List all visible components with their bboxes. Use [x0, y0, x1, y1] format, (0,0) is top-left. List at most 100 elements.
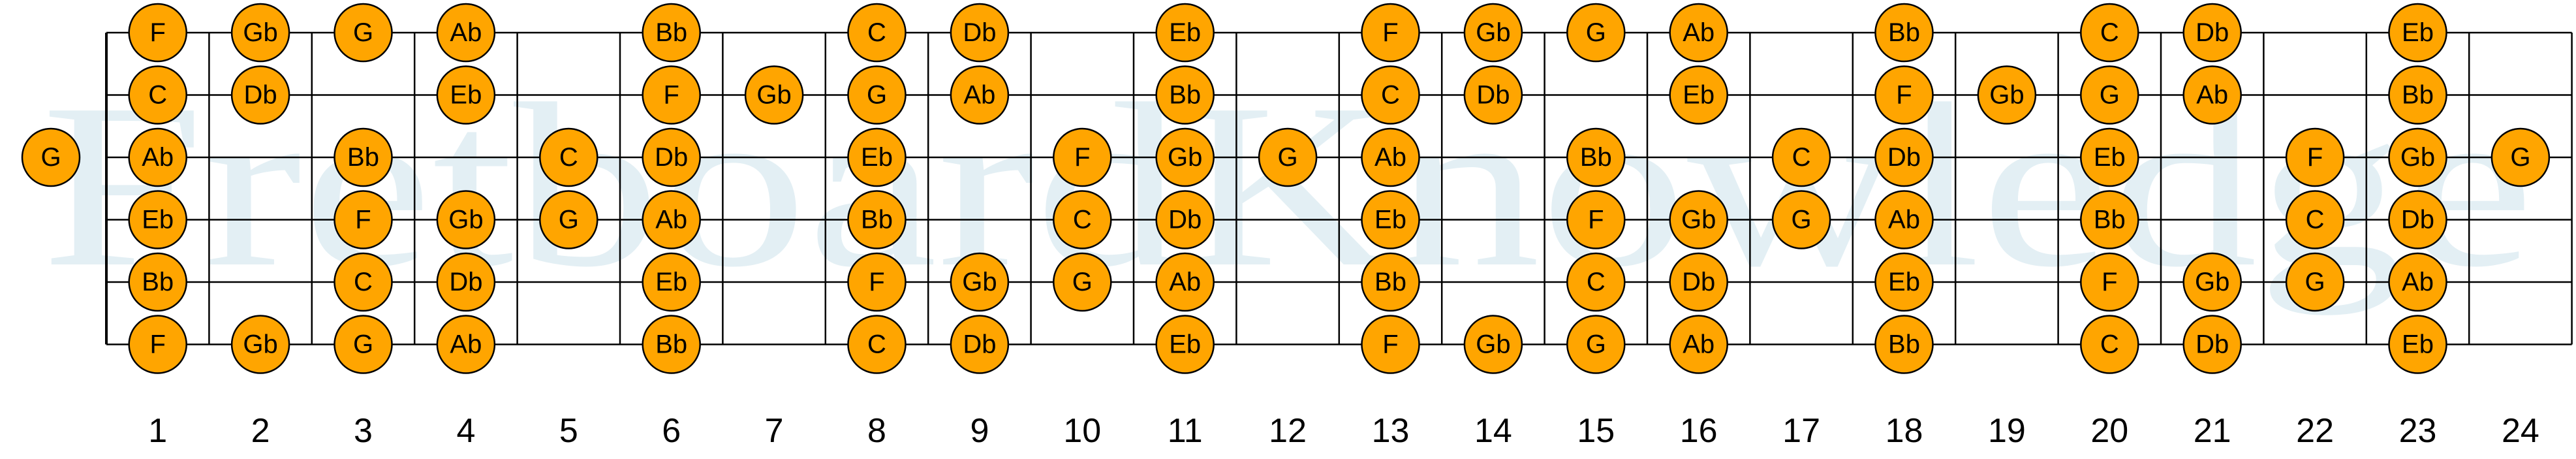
note-circle: [2388, 190, 2447, 249]
note-label: Eb: [1169, 330, 1201, 359]
note-label: C: [2306, 206, 2325, 234]
fret-number-label: 19: [1988, 412, 2026, 450]
fret-number-label: 3: [354, 412, 373, 450]
note-marker: Db: [436, 252, 496, 312]
note-marker: Eb: [642, 252, 701, 312]
note-circle: [436, 3, 496, 63]
note-label: Gb: [962, 268, 997, 296]
note-label: G: [2305, 268, 2325, 296]
note-label: F: [869, 268, 884, 296]
note-label: C: [559, 143, 578, 172]
note-marker: Eb: [2388, 3, 2447, 63]
note-circle: [2182, 65, 2242, 125]
note-marker: Bb: [1566, 127, 1626, 187]
note-circle: [128, 315, 187, 374]
note-marker: C: [1361, 65, 1420, 125]
note-label: Bb: [655, 330, 687, 359]
note-circle: [1566, 190, 1626, 249]
note-marker: Ab: [1361, 127, 1420, 187]
note-circle: [2285, 190, 2345, 249]
note-circle: [1361, 65, 1420, 125]
note-label: Bb: [2094, 206, 2126, 234]
note-label: Gb: [2195, 268, 2229, 296]
note-circle: [436, 190, 496, 249]
note-label: Db: [1476, 81, 1510, 110]
fret-number-label: 4: [456, 412, 475, 450]
note-circle: [539, 127, 598, 187]
note-marker: Gb: [1463, 315, 1523, 374]
note-marker: Gb: [436, 190, 496, 249]
note-circle: [1361, 3, 1420, 63]
note-label: Ab: [450, 330, 482, 359]
fret-number-label: 10: [1063, 412, 1101, 450]
note-marker: Ab: [436, 315, 496, 374]
note-label: Gb: [448, 206, 483, 234]
note-label: Db: [2196, 18, 2229, 47]
note-marker: Ab: [2182, 65, 2242, 125]
note-label: Bb: [142, 268, 174, 296]
note-label: Gb: [1989, 81, 2024, 110]
note-label: Eb: [2402, 330, 2434, 359]
note-marker: C: [847, 315, 907, 374]
note-label: Bb: [1580, 143, 1612, 172]
note-marker: Eb: [847, 127, 907, 187]
note-marker: Eb: [1155, 3, 1215, 63]
fret-number-label: 2: [251, 412, 270, 450]
note-label: C: [867, 330, 886, 359]
note-label: Ab: [1374, 143, 1406, 172]
note-label: Ab: [1169, 268, 1201, 296]
note-circle: [1258, 127, 1318, 187]
note-label: C: [354, 268, 373, 296]
note-label: F: [1382, 330, 1398, 359]
note-label: Db: [655, 143, 688, 172]
note-marker: C: [128, 65, 187, 125]
note-label: Db: [1168, 206, 1202, 234]
note-label: Ab: [2196, 81, 2228, 110]
note-circle: [1053, 190, 1112, 249]
note-circle: [1874, 315, 1934, 374]
note-marker: Bb: [642, 3, 701, 63]
note-circle: [1155, 252, 1215, 312]
note-label: Eb: [1683, 81, 1715, 110]
note-marker: Db: [2182, 3, 2242, 63]
note-circle: [2388, 315, 2447, 374]
fret-number-label: 24: [2502, 412, 2539, 450]
note-circle: [1155, 190, 1215, 249]
note-marker: Gb: [2388, 127, 2447, 187]
note-marker: Db: [642, 127, 701, 187]
note-circle: [128, 65, 187, 125]
note-marker: F: [2080, 252, 2139, 312]
note-marker: G: [2285, 252, 2345, 312]
note-circle: [2388, 65, 2447, 125]
note-marker: F: [1361, 3, 1420, 63]
note-label: Ab: [2402, 268, 2434, 296]
note-label: C: [2100, 330, 2119, 359]
note-marker: Bb: [128, 252, 187, 312]
note-circle: [539, 190, 598, 249]
fret-number-label: 22: [2296, 412, 2334, 450]
note-label: G: [559, 206, 579, 234]
note-label: G: [2510, 143, 2530, 172]
note-label: Bb: [2402, 81, 2434, 110]
note-label: Ab: [142, 143, 174, 172]
note-label: Eb: [1374, 206, 1406, 234]
note-label: F: [149, 18, 165, 47]
note-circle: [1155, 65, 1215, 125]
fret-number-label: 15: [1577, 412, 1615, 450]
note-label: G: [1586, 18, 1606, 47]
note-label: Ab: [655, 206, 687, 234]
note-circle: [1874, 127, 1934, 187]
note-circle: [1874, 65, 1934, 125]
note-marker: Gb: [1669, 190, 1728, 249]
note-circle: [2388, 127, 2447, 187]
note-label: Eb: [861, 143, 893, 172]
note-label: G: [353, 330, 373, 359]
note-label: Ab: [450, 18, 482, 47]
note-circle: [1771, 127, 1831, 187]
note-marker: Ab: [642, 190, 701, 249]
note-marker: Eb: [1361, 190, 1420, 249]
note-label: Gb: [1476, 330, 1510, 359]
note-circle: [642, 315, 701, 374]
note-circle: [642, 190, 701, 249]
note-circle: [1463, 315, 1523, 374]
